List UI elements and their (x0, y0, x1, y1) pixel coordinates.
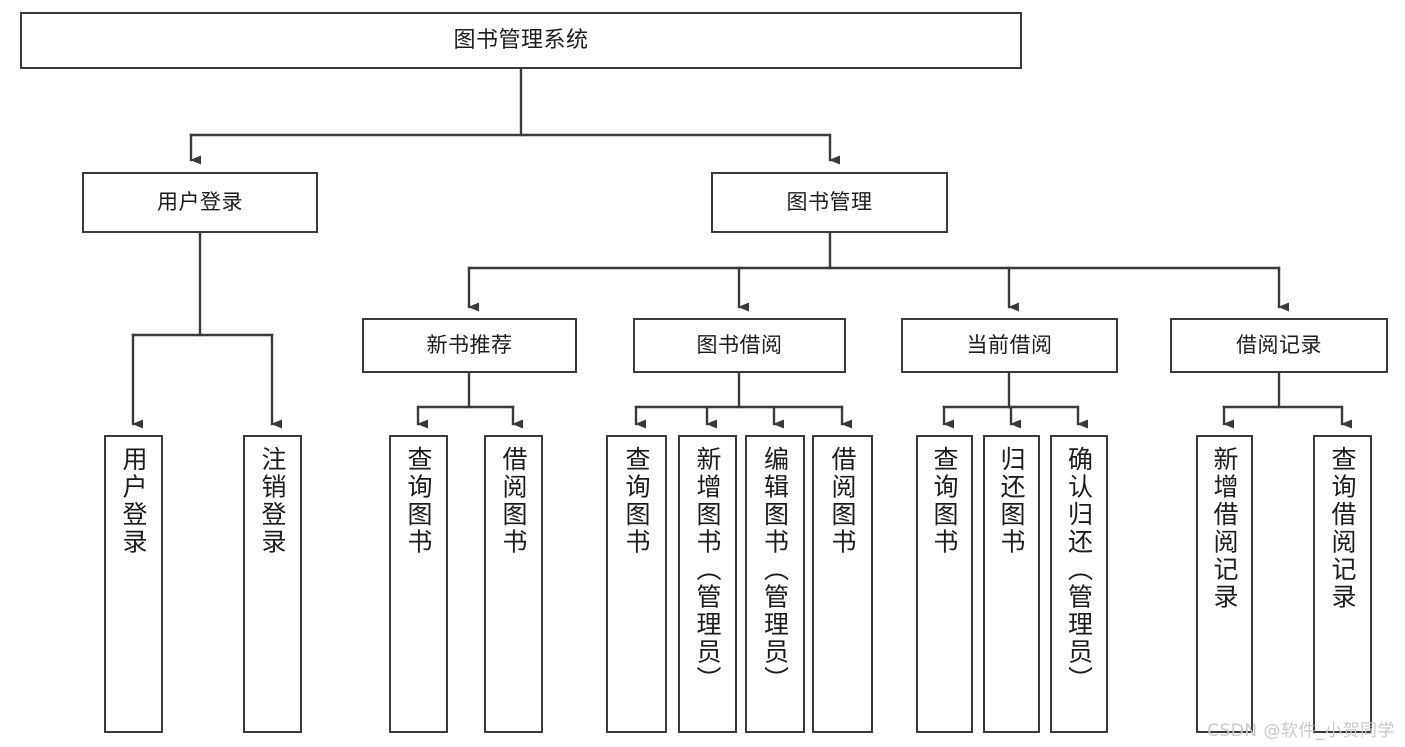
node-leaf-new-book-query[interactable]: 查询图书 (389, 435, 448, 733)
node-leaf-borrow-add-book[interactable]: 新增图书（管理员） (678, 435, 737, 733)
node-new-book-recommend[interactable]: 新书推荐 (362, 318, 577, 373)
node-leaf-borrow-query-book-label: 查询图书 (622, 446, 651, 556)
node-leaf-user-login-signout-label: 注销登录 (258, 446, 287, 556)
node-book-borrow-label: 图书借阅 (696, 333, 783, 358)
node-leaf-borrow-add-book-label: 新增图书（管理员） (693, 446, 722, 694)
node-current-borrow-label: 当前借阅 (966, 333, 1053, 358)
node-leaf-current-return-book[interactable]: 归还图书 (983, 435, 1040, 733)
node-leaf-record-query-label: 查询借阅记录 (1328, 446, 1357, 611)
node-borrow-record[interactable]: 借阅记录 (1170, 318, 1388, 373)
node-leaf-borrow-borrow-book-label: 借阅图书 (828, 446, 857, 556)
node-leaf-new-book-borrow-label: 借阅图书 (499, 446, 528, 556)
node-leaf-user-login-signin[interactable]: 用户登录 (104, 435, 163, 733)
node-root-system-label: 图书管理系统 (453, 27, 589, 53)
node-leaf-new-book-query-label: 查询图书 (404, 446, 433, 556)
node-new-book-recommend-label: 新书推荐 (426, 333, 513, 358)
node-leaf-current-query-book[interactable]: 查询图书 (916, 435, 973, 733)
node-book-borrow[interactable]: 图书借阅 (633, 318, 846, 373)
node-leaf-borrow-borrow-book[interactable]: 借阅图书 (812, 435, 873, 733)
node-user-login-label: 用户登录 (157, 190, 243, 215)
node-book-management-label: 图书管理 (786, 190, 873, 215)
node-leaf-current-query-book-label: 查询图书 (930, 446, 959, 556)
csdn-watermark: CSDN @软件_小贺同学 (1207, 721, 1395, 741)
node-leaf-current-confirm-return[interactable]: 确认归还（管理员） (1050, 435, 1108, 733)
node-root-system[interactable]: 图书管理系统 (20, 12, 1022, 69)
node-user-login[interactable]: 用户登录 (82, 172, 318, 233)
node-leaf-borrow-query-book[interactable]: 查询图书 (606, 435, 667, 733)
node-leaf-current-return-book-label: 归还图书 (997, 446, 1026, 556)
node-leaf-user-login-signout[interactable]: 注销登录 (243, 435, 302, 733)
node-leaf-record-add[interactable]: 新增借阅记录 (1196, 435, 1253, 733)
node-leaf-record-query[interactable]: 查询借阅记录 (1313, 435, 1372, 733)
node-current-borrow[interactable]: 当前借阅 (901, 318, 1118, 373)
node-leaf-record-add-label: 新增借阅记录 (1210, 446, 1239, 611)
node-leaf-borrow-edit-book[interactable]: 编辑图书（管理员） (745, 435, 805, 733)
node-leaf-current-confirm-return-label: 确认归还（管理员） (1064, 446, 1094, 694)
node-leaf-new-book-borrow[interactable]: 借阅图书 (484, 435, 543, 733)
node-leaf-user-login-signin-label: 用户登录 (119, 446, 148, 556)
node-borrow-record-label: 借阅记录 (1236, 333, 1322, 358)
node-leaf-borrow-edit-book-label: 编辑图书（管理员） (760, 446, 790, 694)
node-book-management[interactable]: 图书管理 (711, 172, 948, 233)
